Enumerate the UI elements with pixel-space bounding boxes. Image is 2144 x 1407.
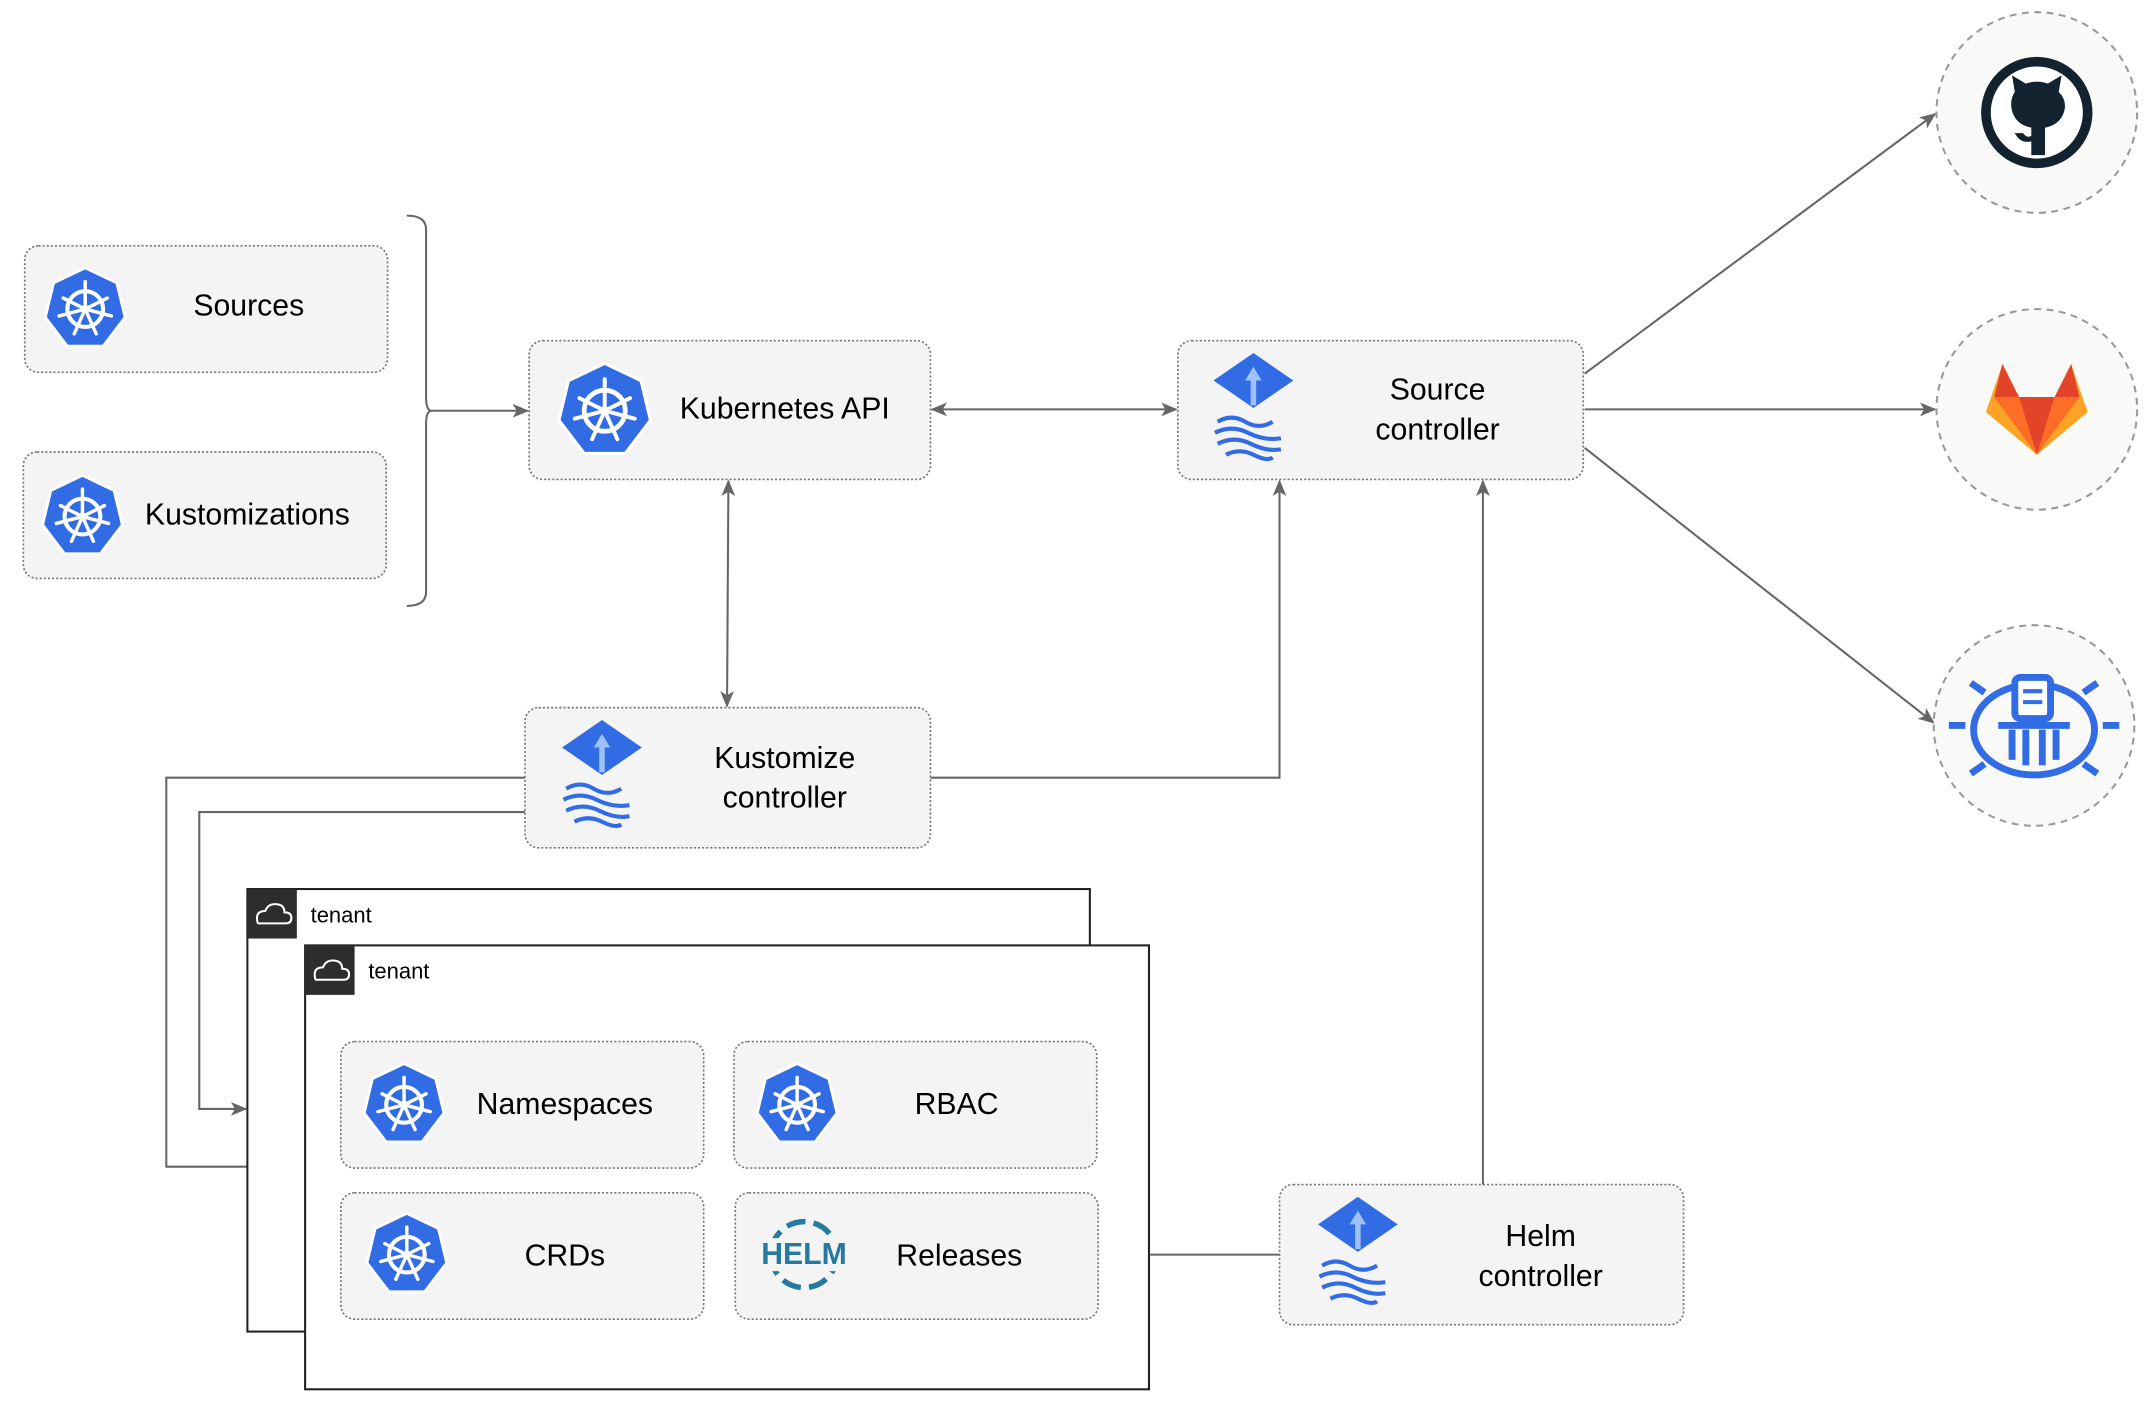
kustomize-controller-node[interactable]: Kustomize controller bbox=[524, 706, 932, 849]
kustomize-controller-label-line1: Kustomize bbox=[714, 742, 855, 775]
sources-label: Sources bbox=[193, 290, 304, 323]
kustomizations-label: Kustomizations bbox=[145, 499, 350, 532]
namespaces-node[interactable]: Namespaces bbox=[340, 1040, 705, 1169]
edge-kustomize-to-tenant-front bbox=[165, 776, 526, 1174]
tenant-label: tenant bbox=[311, 902, 372, 927]
kustomizations-node[interactable]: Kustomizations bbox=[22, 451, 388, 580]
grouping-brace bbox=[406, 214, 432, 607]
edge-api-kustomize-controller bbox=[720, 479, 736, 708]
tenant-label: tenant bbox=[368, 959, 429, 984]
github-icon bbox=[1981, 56, 2093, 169]
namespaces-label: Namespaces bbox=[477, 1088, 653, 1121]
github-source[interactable] bbox=[1935, 11, 2139, 214]
source-controller-label-line1: Source bbox=[1390, 374, 1486, 407]
rbac-label: RBAC bbox=[915, 1088, 999, 1121]
gitlab-icon bbox=[1985, 364, 2088, 455]
tenant-front[interactable]: tenant Namespaces RBAC CRDs HELM Release… bbox=[304, 944, 1150, 1391]
helm-icon: HELM bbox=[755, 1218, 855, 1291]
bucket-source[interactable] bbox=[1932, 624, 2136, 827]
edge-kustomize-to-tenant-back bbox=[198, 811, 526, 1116]
helm-logo-text: HELM bbox=[761, 1238, 847, 1271]
edge-source-to-bucket bbox=[1583, 447, 1935, 724]
rbac-node[interactable]: RBAC bbox=[733, 1040, 1098, 1169]
helm-controller-node[interactable]: Helm controller bbox=[1278, 1183, 1685, 1326]
cloud-icon bbox=[255, 903, 293, 925]
kubernetes-api-node[interactable]: Kubernetes API bbox=[528, 339, 932, 481]
helm-controller-label-line1: Helm bbox=[1505, 1220, 1576, 1253]
helm-controller-label-line2: controller bbox=[1479, 1260, 1603, 1293]
edge-source-to-github bbox=[1584, 113, 1937, 375]
source-controller-node[interactable]: Source controller bbox=[1177, 339, 1585, 481]
gitlab-source[interactable] bbox=[1935, 308, 2139, 511]
kubernetes-api-label: Kubernetes API bbox=[680, 393, 890, 426]
crds-node[interactable]: CRDs bbox=[340, 1191, 705, 1321]
source-controller-label-line2: controller bbox=[1375, 413, 1499, 446]
edge-kustomize-to-source bbox=[930, 479, 1287, 779]
kustomize-controller-label-line2: controller bbox=[723, 782, 847, 815]
releases-label: Releases bbox=[896, 1239, 1022, 1272]
cloud-icon bbox=[313, 959, 351, 981]
releases-node[interactable]: HELM Releases bbox=[734, 1191, 1099, 1321]
crds-label: CRDs bbox=[525, 1239, 606, 1272]
bucket-icon bbox=[1948, 673, 2120, 779]
sources-node[interactable]: Sources bbox=[23, 245, 389, 374]
